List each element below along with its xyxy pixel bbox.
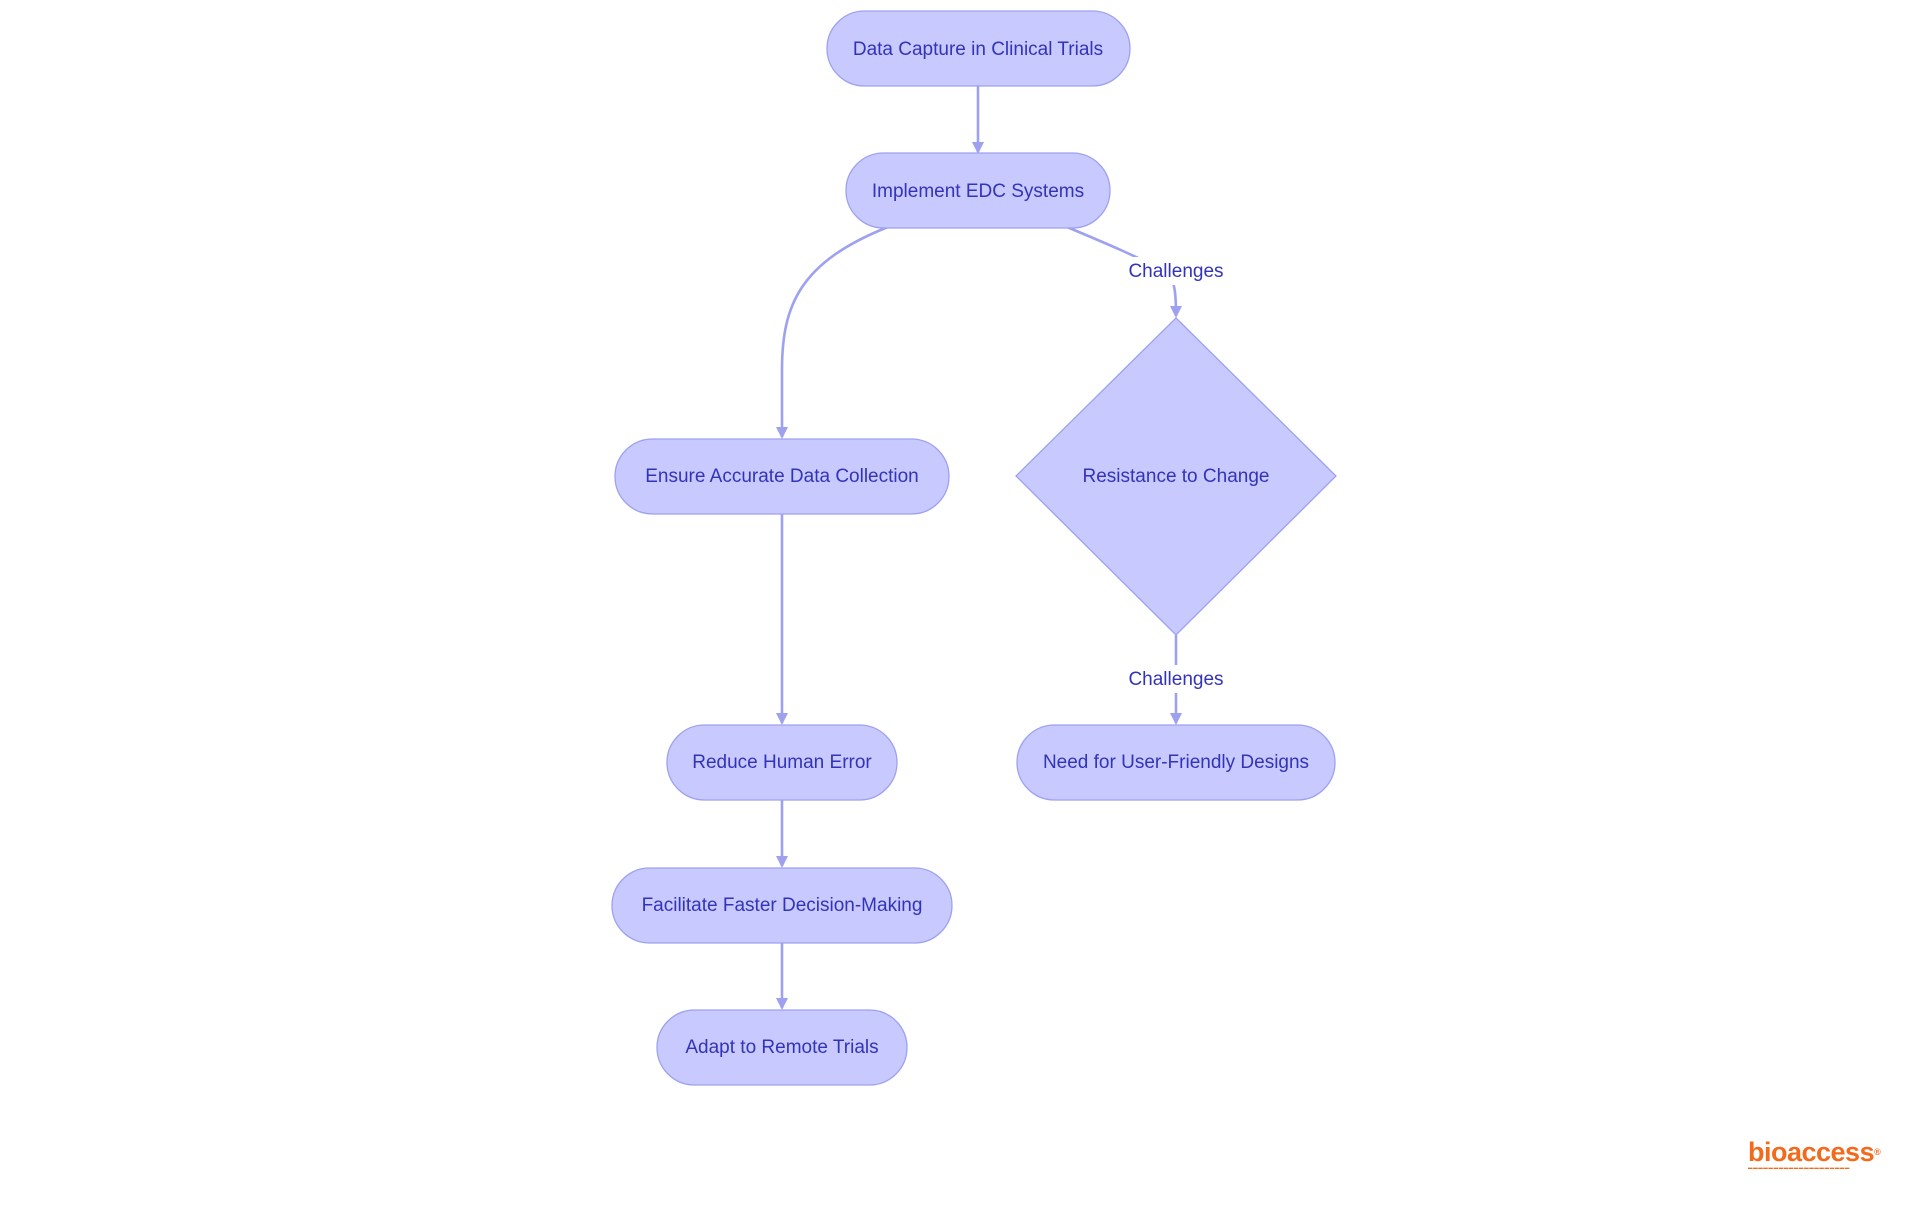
node-label: Data Capture in Clinical Trials [853, 39, 1103, 60]
edge-implement-edc-to-accurate-collection [776, 225, 889, 439]
bioaccess-logo: bioaccess® ▬▬▬▬▬▬▬▬▬▬▬▬▬▬▬▬▬▬▬▬ [1748, 1138, 1888, 1170]
edge-label-text: Challenges [1128, 669, 1223, 690]
node-resistance-decision[interactable]: Resistance to Change [1015, 317, 1337, 636]
node-label: Need for User-Friendly Designs [1043, 752, 1309, 773]
node-label: Facilitate Faster Decision-Making [642, 895, 923, 916]
node-label: Resistance to Change [1083, 466, 1270, 487]
registered-mark: ® [1874, 1147, 1881, 1157]
logo-tagline-mark: ▬▬▬▬▬▬▬▬▬▬▬▬▬▬▬▬▬▬▬▬ [1748, 1165, 1850, 1170]
node-accurate-collection[interactable]: Ensure Accurate Data Collection [614, 438, 950, 515]
node-faster-decisions[interactable]: Facilitate Faster Decision-Making [611, 867, 953, 944]
node-label: Implement EDC Systems [872, 181, 1084, 202]
node-reduce-error[interactable]: Reduce Human Error [666, 724, 898, 801]
node-user-friendly[interactable]: Need for User-Friendly Designs [1016, 724, 1336, 801]
edge-label-challenges-2: Challenges [1124, 665, 1228, 693]
node-label: Adapt to Remote Trials [685, 1037, 878, 1058]
edge-label-text: Challenges [1128, 261, 1223, 282]
edge-label-challenges-1: Challenges [1124, 257, 1228, 285]
node-label: Reduce Human Error [692, 752, 872, 773]
node-data-capture[interactable]: Data Capture in Clinical Trials [826, 10, 1131, 87]
logo-wordmark: bioaccess® [1748, 1137, 1881, 1167]
node-label: Ensure Accurate Data Collection [645, 466, 919, 487]
node-implement-edc[interactable]: Implement EDC Systems [845, 152, 1111, 229]
node-remote-trials[interactable]: Adapt to Remote Trials [656, 1009, 908, 1086]
